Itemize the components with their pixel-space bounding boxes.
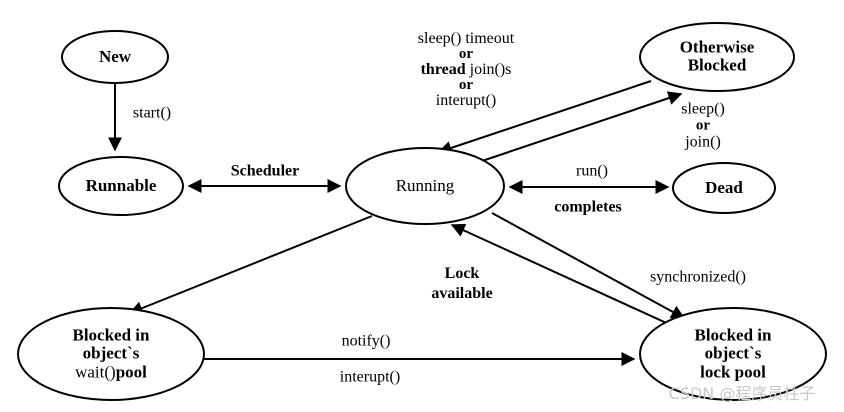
node-wait-pool[interactable] — [17, 307, 205, 401]
node-dead[interactable] — [672, 162, 776, 214]
node-label-wait-pool-line2: object`s — [82, 343, 140, 363]
edge-label-sleep: sleep() — [681, 100, 725, 118]
csdn-watermark: CSDN @程序员柱子 — [668, 384, 816, 403]
edge-label-lock-available: Lock available — [431, 264, 492, 304]
node-label-new: New — [98, 46, 132, 66]
edge-label-lock: Lock — [444, 265, 480, 282]
node-label-wait-pool-line1: Blocked in — [72, 325, 150, 345]
edge-label-or-3: or — [695, 117, 711, 134]
edge-label-interupt-top: interupt() — [435, 92, 497, 109]
edge-running-to-lock-pool — [491, 212, 686, 319]
edge-label-start: start() — [132, 104, 172, 122]
node-label-lock-pool-line3: lock pool — [700, 362, 766, 382]
edge-label-thread-word: thread — [420, 61, 466, 78]
edge-running-to-otherwise-blocked — [478, 91, 683, 163]
node-label-lock-pool-line1: Blocked in — [694, 325, 772, 345]
node-running[interactable] — [345, 147, 505, 225]
edge-label-blocked-to-running: sleep() timeout or thread join()s or int… — [418, 31, 514, 109]
edge-label-join: join() — [685, 132, 721, 150]
node-new[interactable] — [61, 30, 169, 84]
edge-lock-pool-to-running — [450, 223, 674, 327]
node-lock-pool[interactable] — [639, 307, 827, 401]
node-otherwise-blocked[interactable] — [639, 22, 795, 92]
edge-label-scheduler: Scheduler — [230, 162, 300, 180]
edge-label-running-to-blocked: sleep() or join() — [681, 101, 725, 150]
edge-label-synchronized: synchronized() — [650, 268, 746, 286]
edge-running-to-wait-pool — [128, 215, 373, 315]
node-label-lock-pool-line2: object`s — [704, 343, 762, 363]
node-label-wait-pool-line3: wait()pool — [73, 362, 150, 382]
node-label-lock-pool: Blocked in object`s lock pool — [695, 326, 772, 381]
node-label-otherwise-blocked: Otherwise Blocked — [679, 37, 755, 76]
edge-label-or-1: or — [458, 46, 474, 62]
edge-label-completes: completes — [554, 198, 622, 216]
node-label-running: Running — [395, 175, 455, 195]
node-label-otherwise-blocked-line2: Blocked — [687, 56, 747, 75]
edge-label-thread-joins: thread join()s — [418, 62, 514, 78]
edge-label-interupt-bottom: interupt() — [339, 368, 401, 386]
edge-label-notify: notify() — [341, 332, 391, 350]
edge-label-joins-word: join()s — [465, 61, 512, 78]
node-runnable[interactable] — [58, 156, 184, 216]
edge-label-or-2: or — [458, 77, 474, 93]
node-label-otherwise-blocked-line1: Otherwise — [679, 37, 755, 57]
edge-label-run: run() — [576, 162, 608, 180]
node-label-wait-pool-pool: pool — [115, 362, 147, 382]
edge-otherwise-blocked-to-running — [437, 80, 652, 155]
edge-label-sleep-timeout: sleep() timeout — [417, 30, 515, 47]
edge-label-available: available — [431, 285, 493, 302]
node-label-dead: Dead — [705, 177, 743, 197]
node-label-wait-pool: Blocked in object`s wait()pool — [73, 326, 150, 381]
node-label-wait-pool-wait: wait() — [75, 362, 116, 382]
node-label-runnable: Runnable — [85, 175, 157, 195]
